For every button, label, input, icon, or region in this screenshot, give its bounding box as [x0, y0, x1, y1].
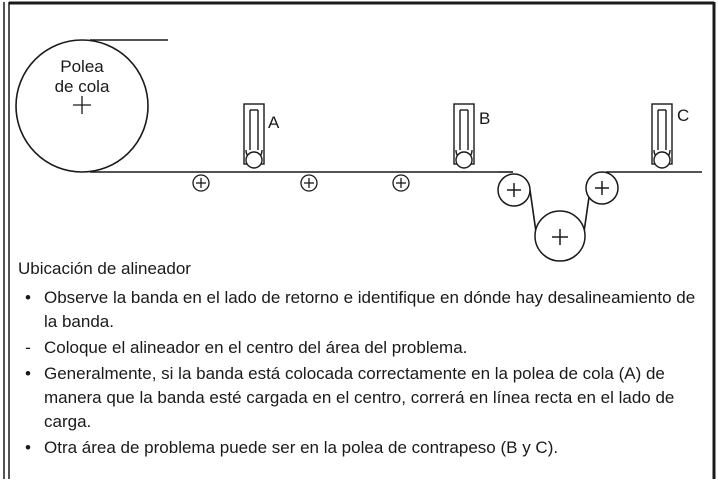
- aligner-a: A: [243, 103, 280, 169]
- note-item: • Observe la banda en el lado de retorno…: [20, 286, 700, 334]
- note-item: • Generalmente, si la banda está colocad…: [20, 362, 700, 434]
- note-item: • Otra área de problema puede ser en la …: [20, 436, 700, 460]
- bullet-marker: •: [25, 288, 31, 307]
- dash-marker: -: [25, 338, 31, 357]
- aligner-b-label: B: [479, 109, 490, 128]
- return-idlers: [192, 174, 410, 192]
- tail-pulley-label-line2: de cola: [55, 77, 110, 96]
- bullet-marker: •: [25, 364, 31, 383]
- note-text: Observe la banda en el lado de retorno e…: [44, 288, 696, 331]
- notes-list: • Observe la banda en el lado de retorno…: [20, 286, 700, 462]
- note-text: Otra área de problema puede ser en la po…: [44, 438, 559, 457]
- bullet-marker: •: [25, 438, 31, 457]
- note-text: Generalmente, si la banda está colocada …: [44, 364, 675, 431]
- aligner-c: C: [651, 103, 689, 169]
- aligner-b: B: [453, 103, 490, 169]
- note-item: - Coloque el alineador en el centro del …: [20, 336, 700, 360]
- conveyor-belt: [90, 39, 702, 233]
- return-idler-1: [192, 174, 210, 192]
- tail-pulley-label-line1: Polea: [60, 57, 104, 76]
- note-text: Coloque el alineador en el centro del ár…: [44, 338, 468, 357]
- aligner-c-label: C: [677, 106, 689, 125]
- return-idler-2: [300, 174, 318, 192]
- figure-caption: Ubicación de alineador: [18, 259, 191, 278]
- snub-pulley-left: [497, 173, 531, 207]
- return-idler-3: [392, 174, 410, 192]
- snub-pulley-right: [585, 171, 619, 205]
- tail-pulley-center-mark: [73, 96, 91, 114]
- counterweight-pulley: [534, 210, 586, 262]
- tail-pulley: Polea de cola: [15, 39, 149, 173]
- page-frame: [3, 1, 716, 479]
- aligner-a-label: A: [268, 113, 280, 132]
